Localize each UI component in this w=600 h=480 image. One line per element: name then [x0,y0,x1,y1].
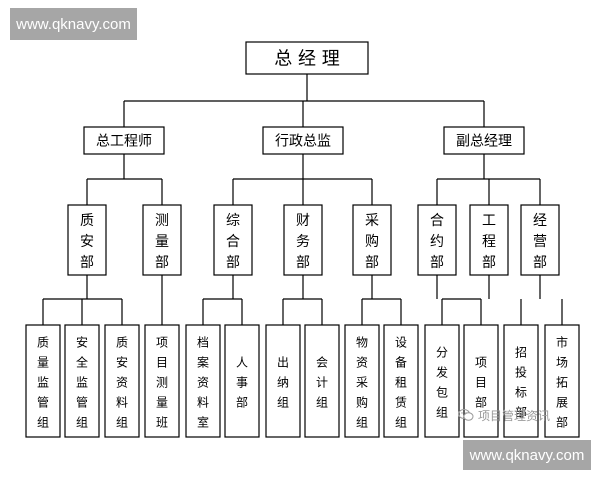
wechat-icon [458,409,474,421]
team-8-label: 物资采购组 [356,336,368,430]
team-5: 人事部 [224,324,260,438]
team-8: 物资采购组 [344,324,380,438]
team-13: 市场拓展部 [544,324,580,438]
department-1: 测量部 [142,204,182,276]
department-1-box [142,204,182,276]
team-7-box [304,324,340,438]
team-7: 会计组 [304,324,340,438]
department-3-label: 财务部 [296,213,310,271]
department-6: 工程部 [469,204,509,276]
team-10-box [424,324,460,438]
team-2-label: 质安资料组 [116,336,128,430]
executive-0-box [83,126,165,155]
team-9-box [383,324,419,438]
department-4: 采购部 [352,204,392,276]
team-9: 设备租赁组 [383,324,419,438]
team-0-label: 质量监管组 [37,336,49,430]
department-2: 综合部 [213,204,253,276]
team-3-label: 项目测量班 [156,336,168,430]
executive-1-label: 行政总监 [275,134,331,150]
general-manager-label: 总 经 理 [274,48,339,69]
department-5-label: 合约部 [430,213,444,271]
team-13-box [544,324,580,438]
team-0-box [25,324,61,438]
site-watermark-bottom: www.qknavy.com [463,440,591,470]
team-3: 项目测量班 [144,324,180,438]
department-3: 财务部 [283,204,323,276]
executive-2: 副总经理 [443,126,525,155]
team-12-label: 招投标部 [515,346,527,420]
department-2-box [213,204,253,276]
team-8-box [344,324,380,438]
department-7: 经营部 [520,204,560,276]
team-12-box [503,324,539,438]
site-watermark-top: www.qknavy.com [10,8,137,40]
team-4-box [185,324,221,438]
team-1-box [64,324,100,438]
executive-2-box [443,126,525,155]
team-6-label: 出纳组 [277,356,289,410]
department-5-box [417,204,457,276]
executive-2-label: 副总经理 [456,134,512,150]
team-1: 安全监管组 [64,324,100,438]
team-5-label: 人事部 [236,356,248,410]
department-0: 质安部 [67,204,107,276]
department-2-label: 综合部 [226,213,240,271]
department-6-label: 工程部 [482,213,496,271]
executive-1: 行政总监 [262,126,344,155]
team-11-label: 项目部 [475,356,487,410]
department-4-box [352,204,392,276]
department-5: 合约部 [417,204,457,276]
department-7-label: 经营部 [533,213,547,271]
team-4-label: 档案资料室 [197,336,209,430]
team-2: 质安资料组 [104,324,140,438]
team-7-label: 会计组 [316,356,328,410]
department-6-box [469,204,509,276]
department-7-box [520,204,560,276]
general-manager: 总 经 理 [245,41,369,75]
team-6-box [265,324,301,438]
department-4-label: 采购部 [365,213,379,271]
team-3-box [144,324,180,438]
team-1-label: 安全监管组 [76,335,88,430]
account-name: 项目管理资讯 [478,408,551,423]
team-10: 分发包组 [424,324,460,438]
department-0-box [67,204,107,276]
executive-0: 总工程师 [83,126,165,155]
account-watermark: 项目管理资讯 [458,405,550,425]
team-10-label: 分发包组 [436,346,448,420]
general-manager-box [245,41,369,75]
team-9-label: 设备租赁组 [395,336,407,430]
team-13-label: 市场拓展部 [556,335,568,430]
team-12: 招投标部 [503,324,539,438]
executive-1-box [262,126,344,155]
department-0-label: 质安部 [80,213,94,271]
executive-0-label: 总工程师 [96,134,152,150]
team-5-box [224,324,260,438]
department-3-box [283,204,323,276]
team-6: 出纳组 [265,324,301,438]
team-0: 质量监管组 [25,324,61,438]
department-1-label: 测量部 [155,213,169,271]
team-2-box [104,324,140,438]
team-4: 档案资料室 [185,324,221,438]
